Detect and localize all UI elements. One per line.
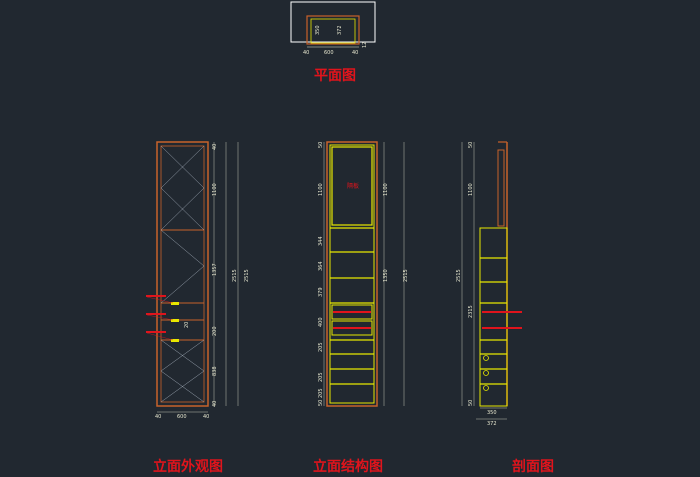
section-dim-2: 2315 — [468, 305, 474, 318]
front-dim-bottom-width: 600 — [177, 414, 187, 420]
front-leader-3 — [146, 332, 174, 341]
section-upper-panel — [497, 149, 505, 227]
section-title: 剖面图 — [512, 458, 554, 475]
front-dim-total-b: 2515 — [244, 269, 250, 282]
structure-dim-mid-2: 1350 — [383, 269, 389, 282]
front-leader-1 — [146, 296, 174, 304]
front-door-swing-1 — [160, 145, 205, 231]
section-dim-3: 50 — [468, 400, 474, 406]
front-inner-frame — [160, 145, 205, 403]
front-dim-bottom-left: 40 — [155, 414, 161, 420]
section-note-1 — [482, 311, 522, 313]
front-elevation: 1100 1357 200 838 40 40 20 2515 2515 600… — [146, 141, 250, 475]
structure-dim-9: 50 — [318, 400, 324, 406]
plan-dim-depth-a: 350 — [315, 25, 321, 35]
structure-drawer-note-1 — [333, 311, 371, 313]
section-hole-1 — [483, 355, 489, 361]
structure-upper-door — [331, 146, 373, 226]
front-dim-seg-5: 40 — [212, 401, 218, 407]
section-hole-3 — [483, 385, 489, 391]
structure-dim-4: 379 — [318, 287, 324, 297]
front-leader-2 — [146, 314, 174, 321]
plan-view: 600 40 40 350 372 12 平面图 — [290, 1, 376, 84]
structure-elevation-title: 立面结构图 — [313, 458, 383, 475]
structure-outer-frame — [326, 141, 378, 407]
front-handle-3 — [171, 339, 179, 342]
structure-dim-1: 1100 — [318, 183, 324, 196]
structure-dim-2: 344 — [318, 236, 324, 246]
structure-dim-total: 2515 — [403, 269, 409, 282]
section-lower-carcass — [479, 227, 508, 407]
structure-dim-7: 205 — [318, 372, 324, 382]
front-dim-mid: 20 — [184, 322, 190, 328]
front-handle-2 — [171, 319, 179, 322]
section-view: 50 1100 2315 50 2515 350 372 剖面图 — [456, 141, 554, 475]
plan-title: 平面图 — [314, 68, 356, 84]
structure-dim-0: 50 — [318, 142, 324, 148]
front-dim-top: 40 — [212, 144, 218, 150]
plan-cabinet-outline — [306, 15, 360, 45]
section-dim-0: 50 — [468, 142, 474, 148]
structure-inner-frame — [329, 144, 375, 404]
structure-shelves — [330, 227, 374, 385]
structure-drawer-note-2 — [333, 327, 371, 329]
structure-dim-6: 205 — [318, 342, 324, 352]
front-note-1 — [146, 295, 166, 297]
plan-outer-frame — [290, 1, 376, 43]
front-note-3 — [146, 331, 166, 333]
front-dim-seg-3: 200 — [212, 326, 218, 336]
plan-cabinet-inner — [310, 18, 356, 44]
plan-dim-right: 40 — [352, 50, 358, 56]
front-note-2 — [146, 313, 166, 315]
front-elevation-title: 立面外观图 — [153, 458, 223, 475]
section-note-2 — [482, 327, 522, 329]
front-dim-total-a: 2515 — [232, 269, 238, 282]
front-dim-bottom-right: 40 — [203, 414, 209, 420]
plan-dim-left: 40 — [303, 50, 309, 56]
structure-elevation: 隔板 50 1100 344 364 379 400 205 205 205 5… — [313, 141, 409, 475]
front-door-swing-5 — [160, 339, 205, 403]
plan-dim-width: 600 — [324, 50, 334, 56]
structure-door-label: 隔板 — [347, 182, 359, 190]
structure-drawer-2 — [331, 320, 373, 336]
front-dim-seg-2: 1357 — [212, 263, 218, 276]
structure-drawer-1 — [331, 304, 373, 320]
section-shelves — [480, 257, 507, 385]
front-handle-1 — [171, 302, 179, 305]
section-dim-bottom-a: 350 — [487, 410, 497, 416]
structure-dim-3: 364 — [318, 261, 324, 271]
front-door-swing-3 — [160, 229, 205, 304]
front-outer-frame — [156, 141, 209, 407]
plan-dim-depth-b: 372 — [337, 25, 343, 35]
front-dim-seg-1: 1100 — [212, 183, 218, 196]
front-dim-seg-4: 838 — [212, 366, 218, 376]
front-door-swing-4 — [160, 339, 205, 403]
section-dim-total: 2515 — [456, 269, 462, 282]
structure-dim-8: 205 — [318, 388, 324, 398]
section-dim-bottom-b: 372 — [487, 421, 497, 427]
structure-dim-5: 400 — [318, 317, 324, 327]
plan-dim-gap: 12 — [362, 42, 368, 48]
structure-dim-mid-1: 1100 — [383, 183, 389, 196]
section-hole-2 — [483, 370, 489, 376]
front-door-swing-2 — [160, 145, 205, 231]
section-dim-1: 1100 — [468, 183, 474, 196]
